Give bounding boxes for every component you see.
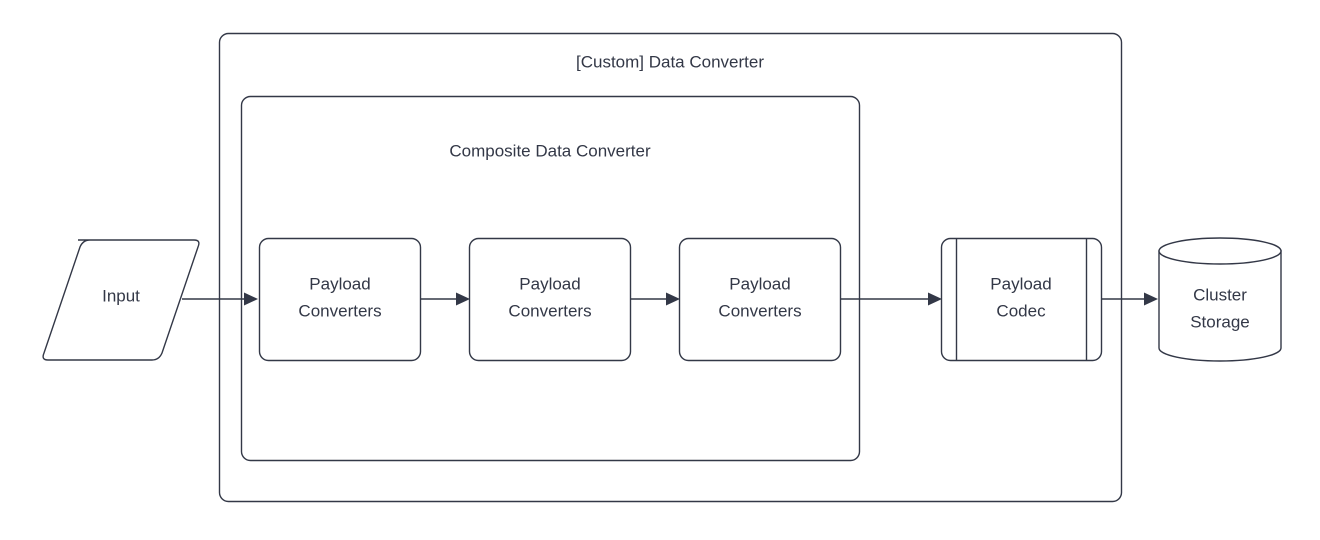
edge-codec-to-storage (1101, 292, 1158, 306)
payload-converters-3-label-line2: Converters (718, 301, 801, 320)
arrowhead-icon (928, 292, 942, 306)
input-node-label: Input (102, 286, 140, 305)
composite-data-converter-container[interactable] (240, 95, 861, 462)
arrowhead-icon (244, 292, 258, 306)
payload-converters-1-label-line2: Converters (298, 301, 381, 320)
payload-converters-1-label-line1: Payload (309, 274, 370, 293)
payload-converters-3-label-line1: Payload (729, 274, 790, 293)
edge-converter-1-to-converter-2 (420, 292, 470, 306)
composite-data-converter-label: Composite Data Converter (449, 141, 651, 160)
edge-converter-3-to-codec (841, 292, 942, 306)
input-node[interactable] (42, 239, 200, 361)
payload-codec-label-line2: Codec (996, 301, 1046, 320)
payload-converters-2-node[interactable] (468, 237, 632, 362)
payload-converters-3-node[interactable] (678, 237, 842, 362)
payload-codec-label-line1: Payload (990, 274, 1051, 293)
edge-input-to-converter-1 (182, 292, 258, 306)
cluster-storage-node[interactable] (1158, 237, 1282, 362)
payload-converters-1-node[interactable] (258, 237, 422, 362)
cluster-storage-label-line1: Cluster (1193, 285, 1247, 304)
edge-converter-2-to-converter-3 (630, 292, 680, 306)
custom-data-converter-label: [Custom] Data Converter (576, 52, 764, 71)
payload-codec-node[interactable] (940, 237, 1103, 362)
arrowhead-icon (1144, 292, 1158, 306)
cylinder-top-ellipse (1158, 237, 1282, 265)
cluster-storage-label-line2: Storage (1190, 312, 1250, 331)
payload-converters-2-label-line2: Converters (508, 301, 591, 320)
payload-converters-2-label-line1: Payload (519, 274, 580, 293)
arrowhead-icon (666, 292, 680, 306)
arrowhead-icon (456, 292, 470, 306)
custom-data-converter-container[interactable] (218, 32, 1123, 503)
